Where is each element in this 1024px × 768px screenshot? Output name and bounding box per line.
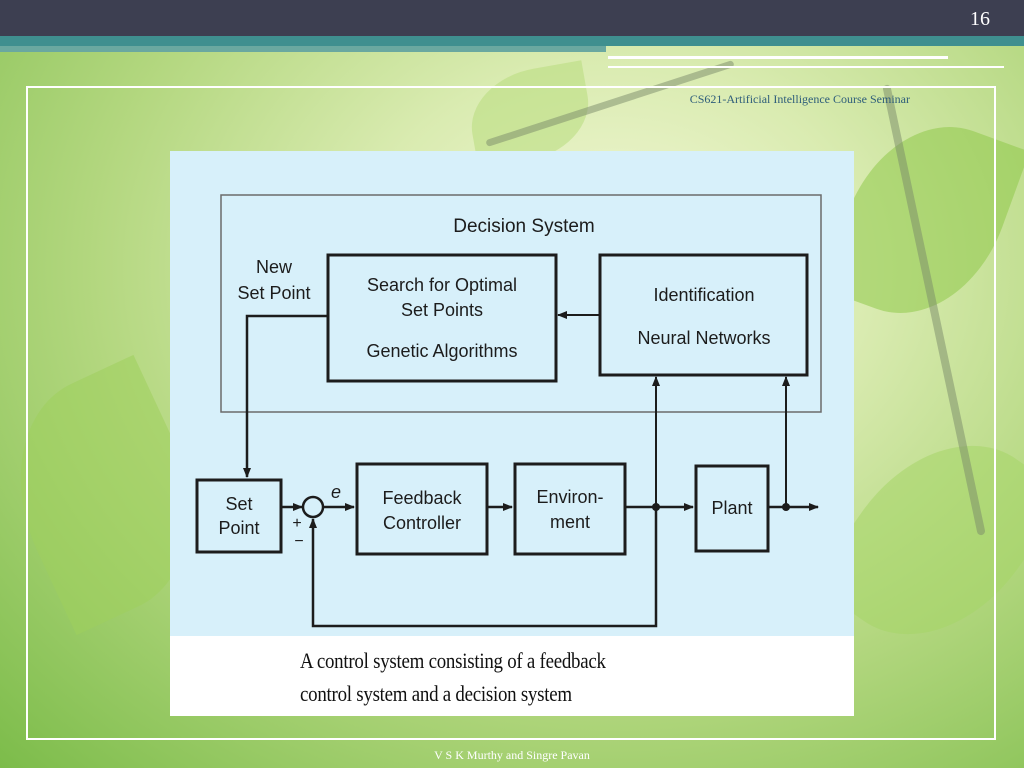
feedback-controller-label: Feedback bbox=[382, 488, 462, 508]
accent-strip bbox=[0, 36, 1024, 46]
set-point-box bbox=[195, 478, 283, 554]
environment-label: Environ- bbox=[536, 487, 603, 507]
feedback-loop-line bbox=[309, 507, 658, 628]
new-set-point-line bbox=[243, 314, 328, 478]
plant-label: Plant bbox=[711, 498, 752, 518]
set-point-label: Set bbox=[225, 494, 252, 514]
summing-junction bbox=[301, 495, 325, 519]
control-system-diagram: Decision System New Set Point Search for… bbox=[195, 194, 822, 628]
content-frame bbox=[26, 86, 996, 740]
plant-box bbox=[694, 464, 770, 553]
course-title: CS621-Artificial Intelligence Course Sem… bbox=[689, 92, 910, 106]
caption-line: A control system consisting of a feedbac… bbox=[300, 648, 606, 673]
environment-box bbox=[513, 462, 627, 556]
minus-sign: − bbox=[294, 533, 303, 550]
set-point-label: Point bbox=[218, 518, 259, 538]
decision-system-label: Decision System bbox=[453, 216, 595, 237]
accent-line bbox=[608, 56, 948, 59]
accent-strip-secondary bbox=[0, 46, 606, 52]
footer-authors: V S K Murthy and Singre Pavan bbox=[434, 748, 590, 762]
caption-panel: A control system consisting of a feedbac… bbox=[170, 636, 854, 716]
new-set-point-label: New bbox=[256, 257, 293, 277]
feedback-controller-label: Controller bbox=[383, 513, 461, 533]
environment-label: ment bbox=[550, 512, 590, 532]
search-box-method: Genetic Algorithms bbox=[366, 341, 517, 361]
identification-label: Identification bbox=[653, 285, 754, 305]
search-box-label: Set Points bbox=[401, 300, 483, 320]
title-bar bbox=[0, 0, 1024, 36]
plus-sign: + bbox=[292, 515, 301, 532]
diagram-panel: Decision System New Set Point Search for… bbox=[170, 151, 854, 636]
new-set-point-label: Set Point bbox=[237, 283, 310, 303]
accent-line bbox=[608, 66, 1004, 68]
identification-box bbox=[598, 253, 809, 377]
figure-caption: A control system consisting of a feedbac… bbox=[300, 644, 606, 710]
caption-line: control system and a decision system bbox=[300, 681, 572, 706]
feedback-controller-box bbox=[355, 462, 489, 556]
slide-number: 16 bbox=[970, 8, 990, 30]
search-box-label: Search for Optimal bbox=[367, 275, 517, 295]
error-label: e bbox=[331, 482, 341, 502]
search-optimal-box bbox=[326, 253, 558, 383]
identification-method: Neural Networks bbox=[637, 328, 770, 348]
decision-system-box bbox=[220, 194, 822, 413]
